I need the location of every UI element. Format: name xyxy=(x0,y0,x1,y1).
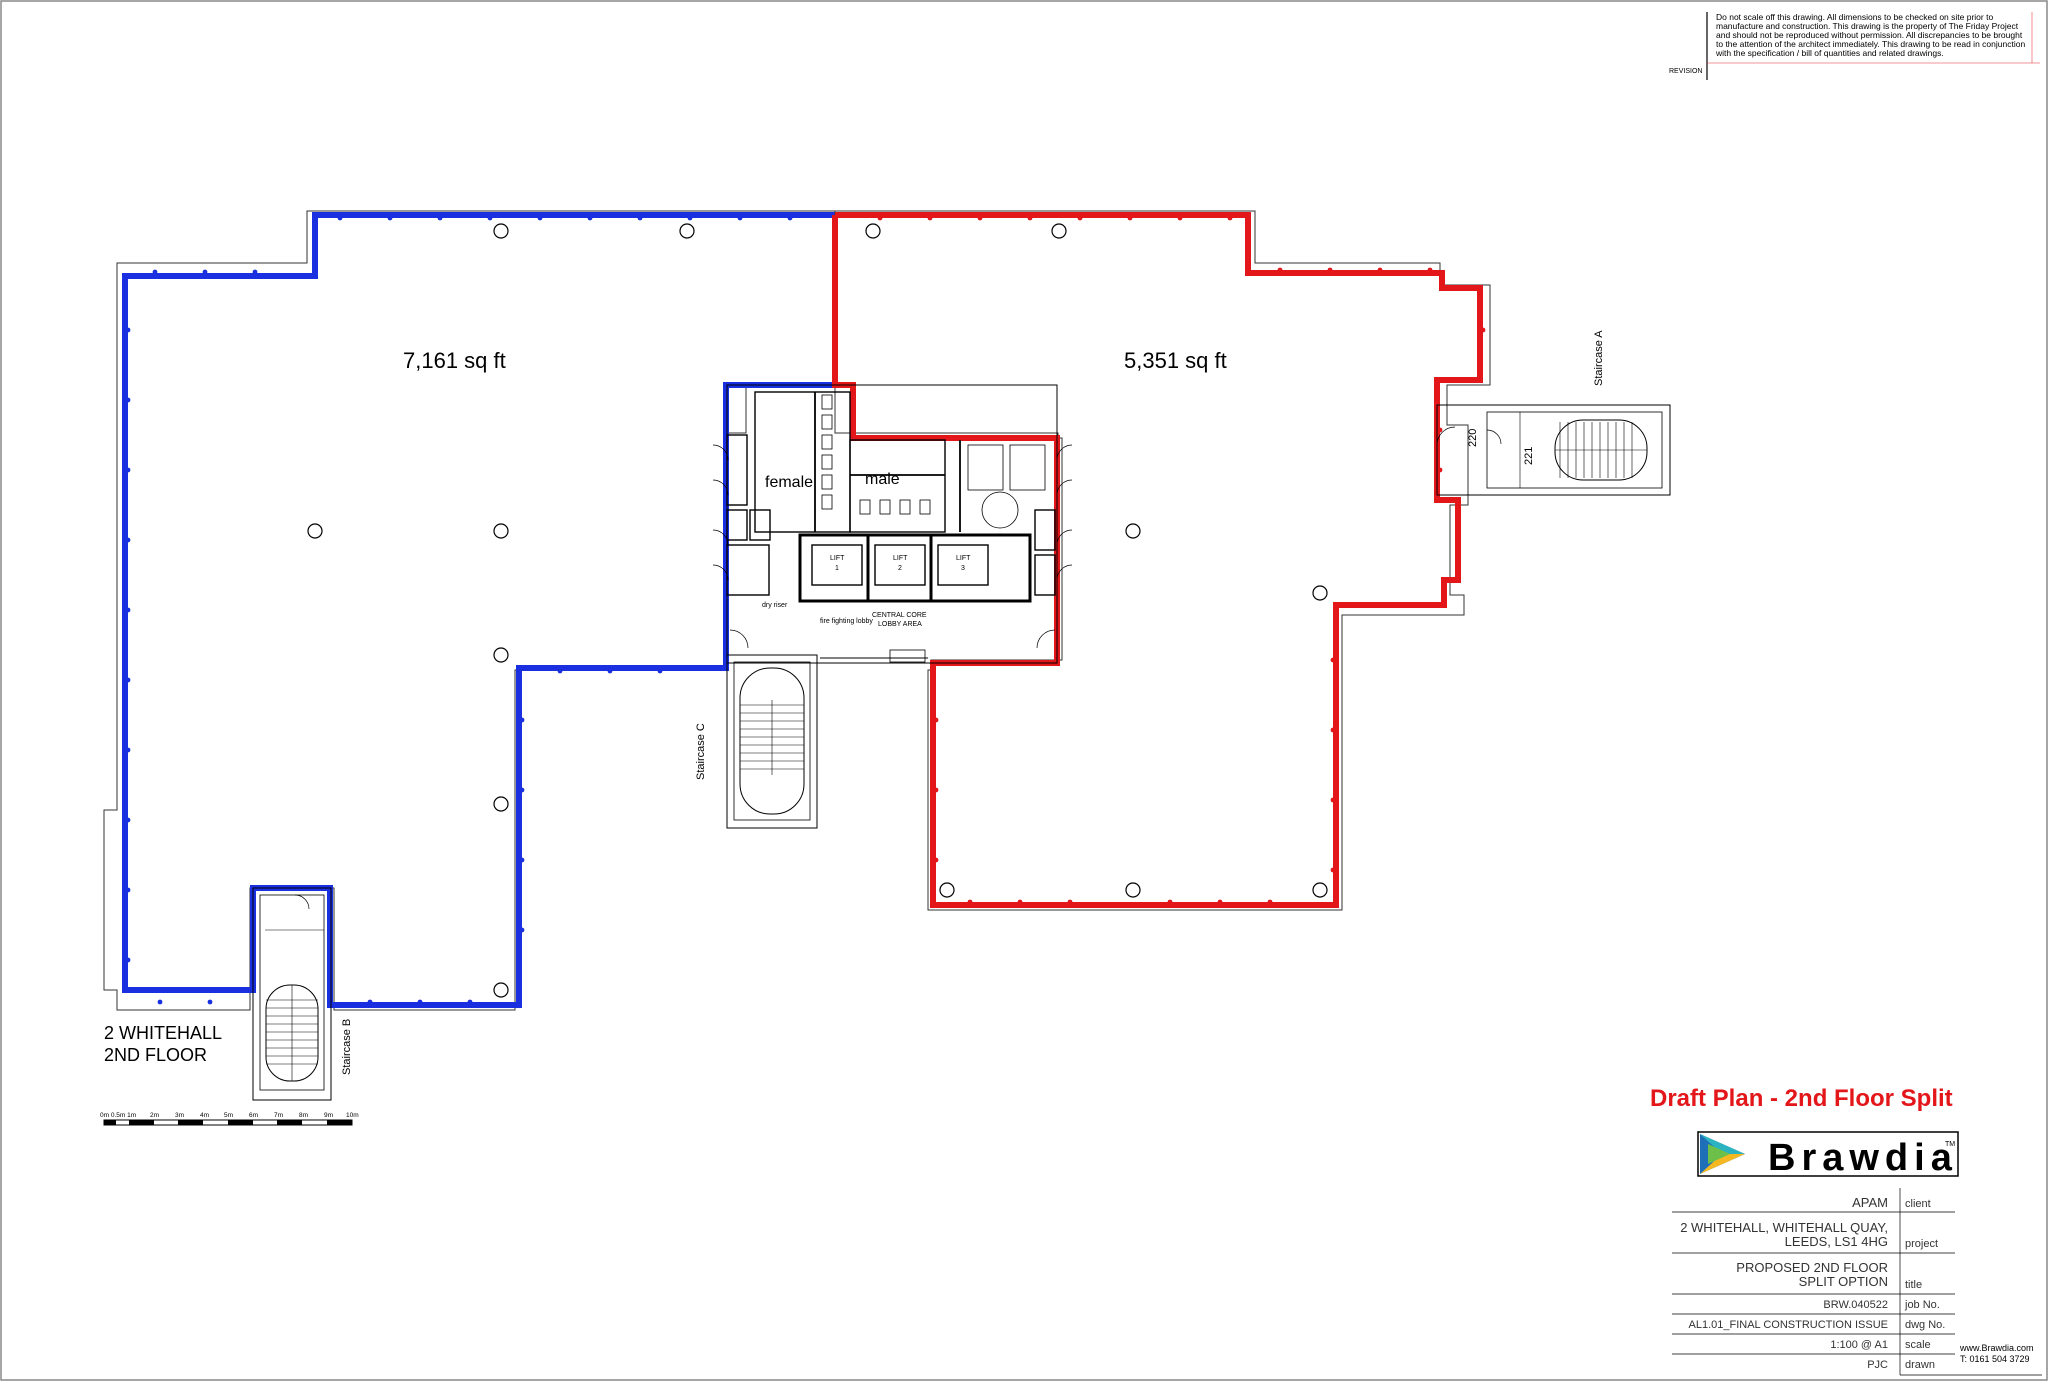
staircase-c-label: Staircase C xyxy=(695,723,707,780)
central-core-label-1: CENTRAL CORE xyxy=(872,612,927,619)
revision-label: REVISION xyxy=(1669,68,1702,75)
notes-line-3: and should not be reproduced without per… xyxy=(1716,30,2023,40)
room-221-label: 221 xyxy=(1523,447,1535,465)
scale-label-8: 8m xyxy=(299,1112,308,1119)
brawdia-logo-icon xyxy=(1697,1131,1959,1177)
scale-label-7: 7m xyxy=(274,1112,283,1119)
project-label: project xyxy=(1905,1238,1938,1250)
title-value-line-2: SPLIT OPTION xyxy=(1799,1274,1888,1289)
brawdia-tm: TM xyxy=(1945,1141,1955,1148)
scale-label-6: 6m xyxy=(249,1112,258,1119)
job-label: job No. xyxy=(1904,1299,1940,1311)
building-label-line-1: 2 WHITEHALL xyxy=(104,1023,222,1043)
dry-riser-label: dry riser xyxy=(762,602,788,609)
lift-3-number: 3 xyxy=(961,565,965,572)
project-value-line-2: LEEDS, LS1 4HG xyxy=(1785,1234,1888,1249)
scale-label-9: 9m xyxy=(324,1112,333,1119)
title-value-line-1: PROPOSED 2ND FLOOR xyxy=(1736,1260,1888,1275)
draft-plan-title: Draft Plan - 2nd Floor Split xyxy=(1650,1085,1953,1112)
scale-label-10: 10m xyxy=(346,1112,359,1119)
fire-lobby-label: fire fighting lobby xyxy=(820,618,873,625)
scale-label-3: 3m xyxy=(175,1112,184,1119)
drawn-label: drawn xyxy=(1905,1359,1935,1371)
west-area-label: 7,161 sq ft xyxy=(403,348,506,373)
scale-label-2: 2m xyxy=(150,1112,159,1119)
scale-bar: 0m 0.5m 1m 2m 3m 4m 5m 6m 7m 8m 9m 10m xyxy=(100,1112,359,1126)
notes-line-2: manufacture and construction. This drawi… xyxy=(1716,21,2019,31)
client-label: client xyxy=(1905,1198,1931,1210)
notes-line-5: with the specification / bill of quantit… xyxy=(1715,48,1944,58)
dwg-label: dwg No. xyxy=(1905,1319,1945,1331)
west-boundary xyxy=(122,212,838,1008)
west-tenancy: 7,161 sq ft xyxy=(103,210,838,1011)
notes-line-4: to the attention of the architect immedi… xyxy=(1716,39,2025,49)
job-value: BRW.040522 xyxy=(1823,1299,1888,1311)
east-tenancy: 5,351 sq ft xyxy=(832,210,1491,911)
staircase-a: 220 221 Staircase A xyxy=(1436,330,1671,496)
project-value-line-1: 2 WHITEHALL, WHITEHALL QUAY, xyxy=(1680,1220,1888,1235)
scale-label-5: 5m xyxy=(224,1112,233,1119)
notes-line-1: Do not scale off this drawing. All dimen… xyxy=(1716,12,1993,22)
scale-label-0: 0m 0.5m 1m xyxy=(100,1112,136,1119)
title-block-rows: APAM client 2 WHITEHALL, WHITEHALL QUAY,… xyxy=(1680,1195,1945,1371)
staircase-b-label: Staircase B xyxy=(341,1019,353,1075)
lift-1-number: 1 xyxy=(835,565,839,572)
lift-2-number: 2 xyxy=(898,565,902,572)
male-label: male xyxy=(865,471,900,488)
website-text: www.Brawdia.com xyxy=(1959,1343,2034,1353)
central-core: female male LIFT 1 LIFT 2 LIFT xyxy=(712,384,1073,664)
scale-label: scale xyxy=(1905,1339,1931,1351)
lift-1-label: LIFT xyxy=(830,555,845,562)
scale-value: 1:100 @ A1 xyxy=(1830,1339,1888,1351)
drawing-notes: Do not scale off this drawing. All dimen… xyxy=(1669,12,2040,80)
title-block: Draft Plan - 2nd Floor Split Brawdia TM … xyxy=(1650,1085,2042,1376)
title-label: title xyxy=(1905,1279,1922,1291)
brawdia-logo-text: Brawdia xyxy=(1768,1137,1958,1179)
staircase-c: Staircase C xyxy=(695,654,818,829)
central-core-label-2: LOBBY AREA xyxy=(878,621,922,628)
room-220-label: 220 xyxy=(1467,429,1479,447)
scale-label-4: 4m xyxy=(200,1112,209,1119)
building-label-line-2: 2ND FLOOR xyxy=(104,1045,207,1065)
dwg-value: AL1.01_FINAL CONSTRUCTION ISSUE xyxy=(1689,1319,1888,1331)
client-value: APAM xyxy=(1852,1195,1888,1210)
lift-2-label: LIFT xyxy=(893,555,908,562)
staircase-b: Staircase B xyxy=(252,887,353,1101)
west-outer-wall xyxy=(103,210,836,1011)
phone-text: T: 0161 504 3729 xyxy=(1960,1354,2030,1364)
lift-3-label: LIFT xyxy=(956,555,971,562)
east-boundary xyxy=(832,212,1483,908)
female-label: female xyxy=(765,474,813,491)
drawn-value: PJC xyxy=(1867,1359,1888,1371)
staircase-a-label: Staircase A xyxy=(1593,330,1605,386)
east-area-label: 5,351 sq ft xyxy=(1124,348,1227,373)
